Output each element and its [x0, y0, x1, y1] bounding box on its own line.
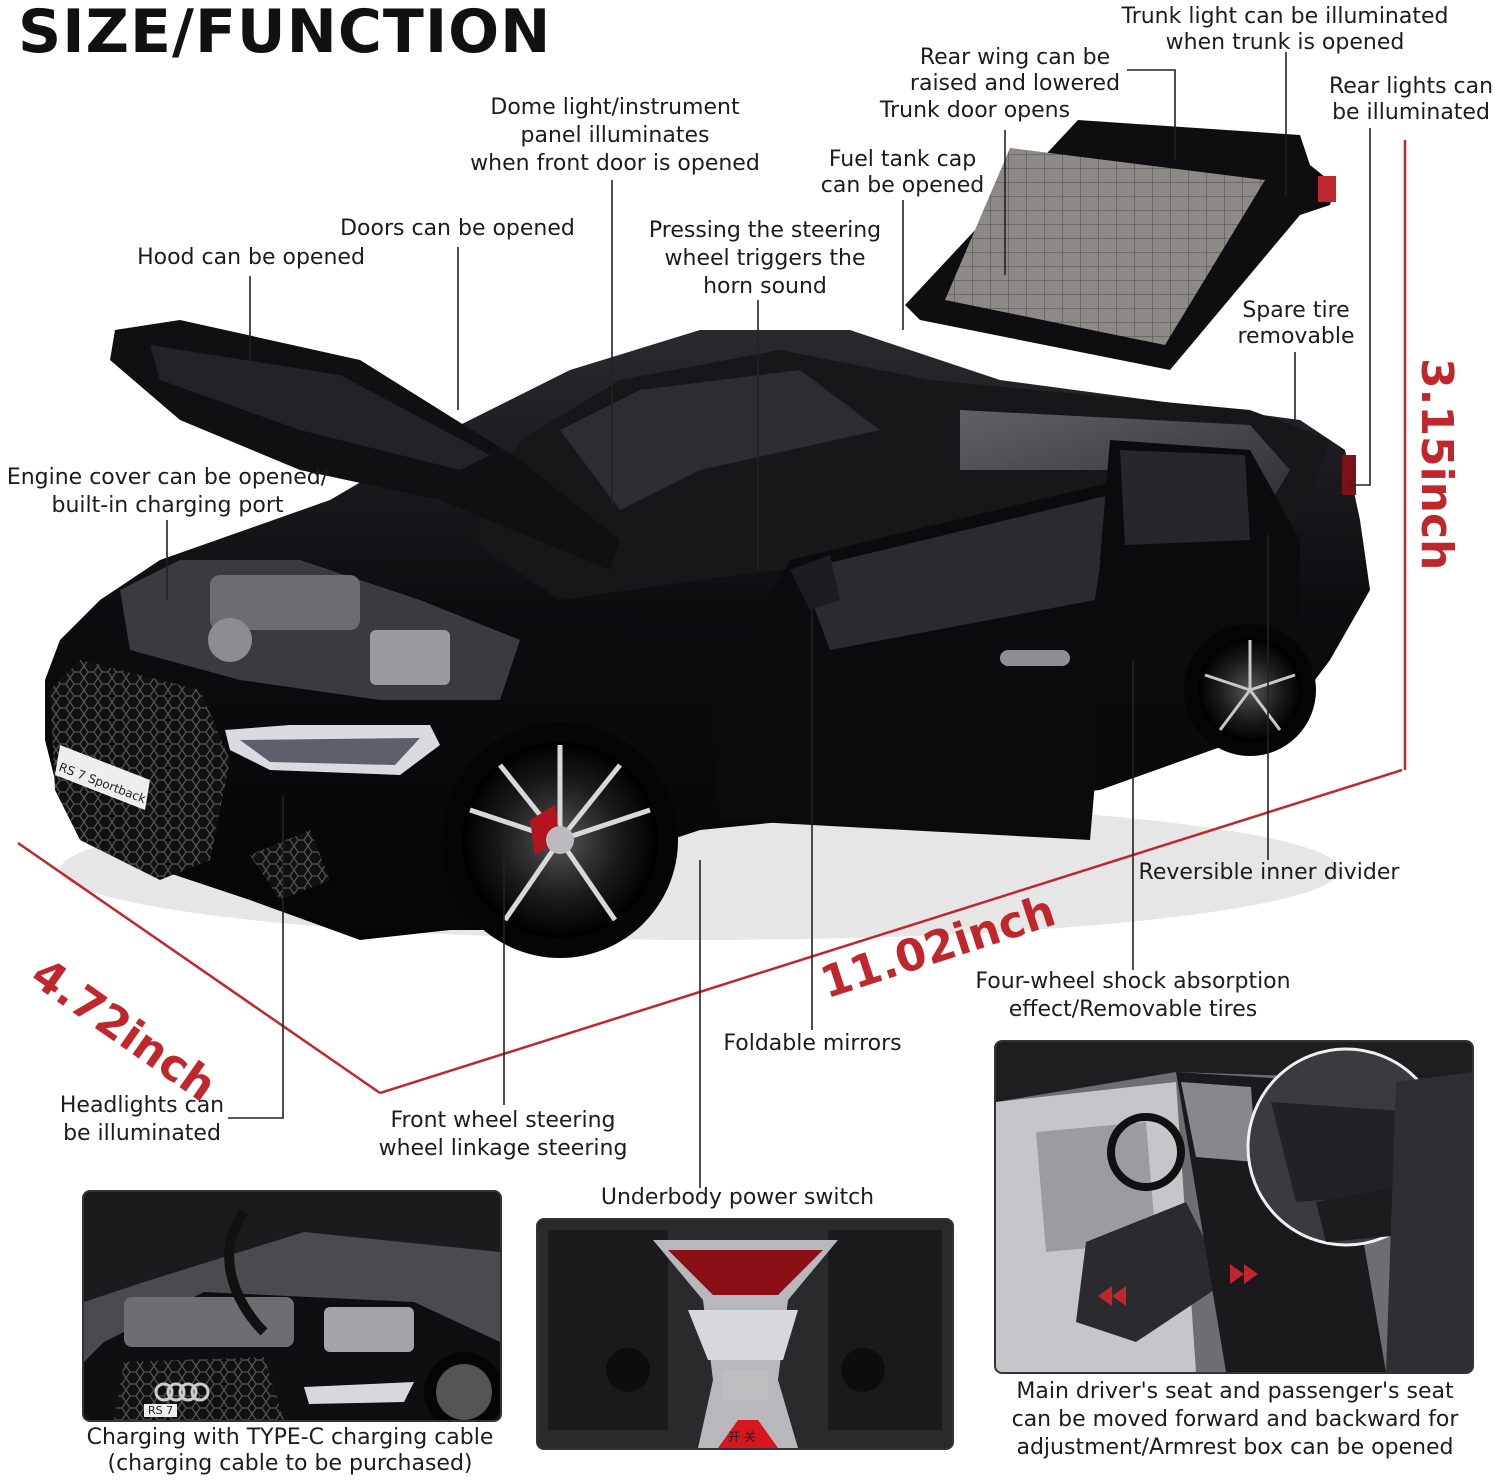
page-title: SIZE/FUNCTION — [18, 0, 552, 67]
front-wheel — [442, 722, 678, 958]
callout-doors: Doors can be opened — [340, 216, 575, 241]
callout-hood: Hood can be opened — [137, 245, 365, 270]
height-dimension-label: 3.15inch — [1411, 358, 1462, 571]
rear-wheel — [1184, 624, 1316, 756]
callout-power-switch: Underbody power switch — [600, 1185, 875, 1210]
front-grille — [50, 660, 230, 880]
side-mirror — [790, 555, 840, 610]
leader-lines — [166, 52, 1371, 1188]
callout-mirrors: Foldable mirrors — [723, 1031, 902, 1056]
power-switch-photo-panel: 开 关 — [536, 1218, 954, 1450]
charging-photo-panel: RS 7 — [82, 1190, 502, 1422]
dimension-lines — [17, 140, 1407, 1095]
trunk-lid — [905, 120, 1336, 370]
charging-panel-plate: RS 7 — [144, 1404, 178, 1417]
callout-engine-cover: Engine cover can be opened/built-in char… — [6, 465, 329, 518]
callout-inner-divider: Reversible inner divider — [1138, 860, 1400, 885]
power-switch-label: 开 关 — [728, 1430, 756, 1444]
seats-photo-panel — [994, 1040, 1474, 1374]
charging-caption: Charging with TYPE-C charging cable(char… — [86, 1425, 494, 1476]
callout-trunk-door: Trunk door opens — [879, 98, 1071, 123]
